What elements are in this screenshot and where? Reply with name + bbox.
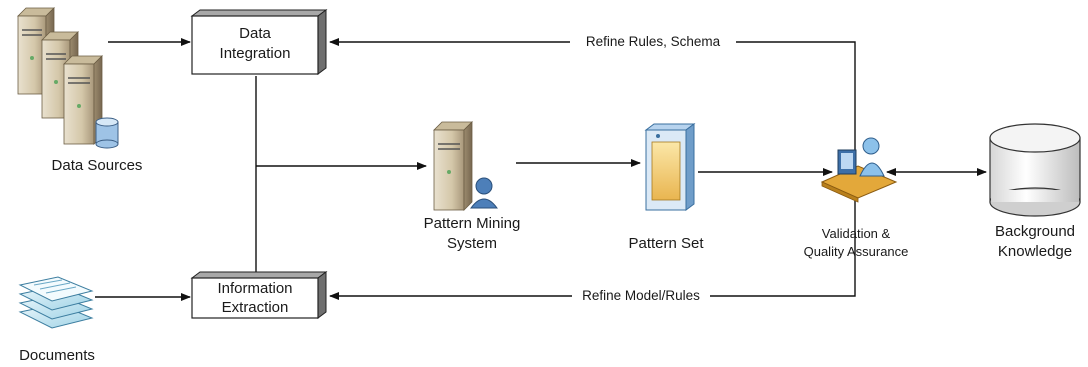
data-integration-box: Data Integration [190, 9, 328, 75]
document-stack-icon [18, 276, 94, 329]
edge-label-refine-model-rules: Refine Model/Rules [582, 288, 700, 303]
edge-feedback-top-right [736, 41, 856, 152]
server-stack-icon [17, 7, 119, 149]
data-integration-line1: Data [239, 25, 271, 42]
data-integration-line2: Integration [220, 45, 291, 62]
information-extraction-box: Information Extraction [190, 271, 328, 319]
pattern-mining-line1: Pattern Mining [424, 215, 521, 232]
pattern-set-label: Pattern Set [628, 235, 704, 252]
validation-line2: Quality Assurance [804, 244, 909, 259]
user-workstation-icon [820, 137, 898, 203]
validation-line1: Validation & [822, 226, 891, 241]
information-extraction-line1: Information [217, 280, 292, 297]
background-knowledge-line2: Knowledge [998, 243, 1072, 260]
background-knowledge-line1: Background [995, 223, 1075, 240]
data-sources-label: Data Sources [52, 157, 143, 174]
edge-feedback-bottom-right [710, 195, 856, 297]
connectors [95, 38, 987, 301]
information-extraction-line2: Extraction [222, 299, 289, 316]
database-cylinder-icon [989, 123, 1081, 217]
documents-label: Documents [19, 347, 95, 364]
server-user-icon [433, 121, 498, 211]
pattern-set-icon [644, 123, 696, 211]
pattern-mining-line2: System [447, 235, 497, 252]
edge-label-refine-rules-schema: Refine Rules, Schema [586, 34, 721, 49]
